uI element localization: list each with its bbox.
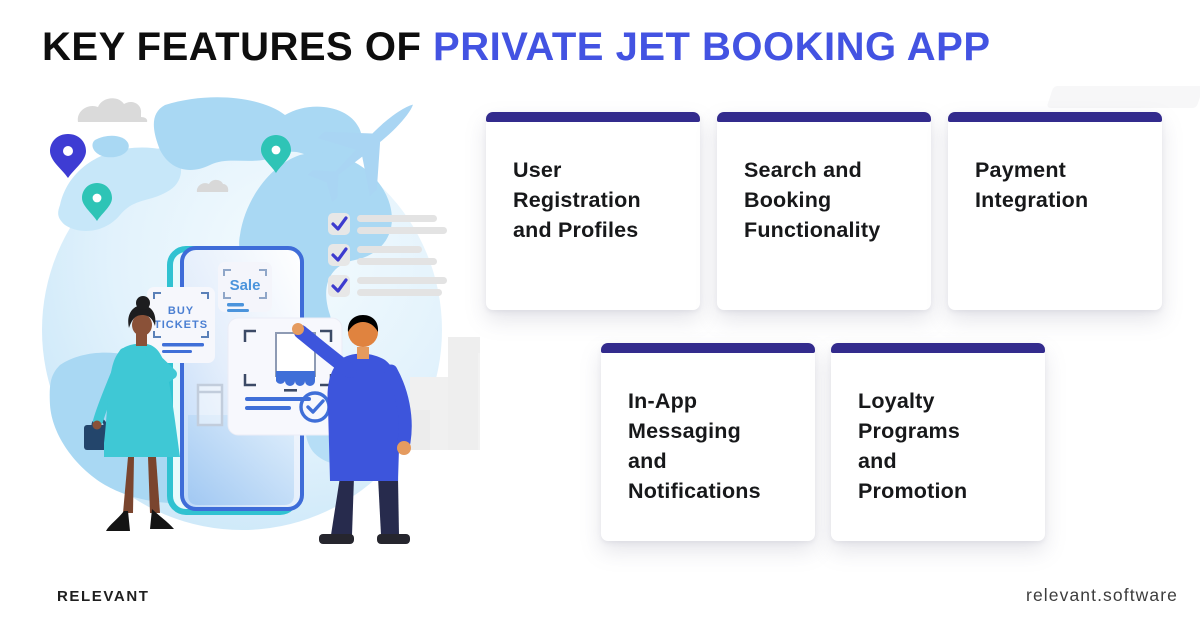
card-accent-bar (831, 343, 1045, 353)
feature-card-search-booking: Search and Booking Functionality (717, 112, 931, 310)
head (348, 317, 378, 347)
torso (327, 353, 401, 481)
website-link[interactable]: relevant.software (1026, 585, 1178, 605)
card-label: Payment Integration (975, 158, 1089, 212)
feature-card-payment-integration: Payment Integration (948, 112, 1162, 310)
buy-tickets-label-line1: BUY (168, 305, 194, 317)
card-label: Search and Booking Functionality (744, 158, 881, 242)
travel-booking-illustration: Sale BUY TICKETS (42, 97, 480, 544)
arm-right (145, 348, 177, 393)
man-figure (292, 315, 412, 544)
background-wash (1046, 86, 1200, 108)
ticket-stub (276, 371, 315, 386)
small-island (92, 135, 129, 158)
checklist-item (328, 275, 447, 297)
card-accent-bar (717, 112, 931, 122)
arm-raised (294, 325, 357, 378)
shoe-left (106, 511, 130, 531)
continent-north (153, 97, 362, 170)
feature-card-loyalty-programs: Loyalty Programs and Promotion (831, 343, 1045, 541)
shoe-right (377, 534, 410, 544)
fist (397, 441, 411, 455)
arm-side (384, 364, 412, 449)
face (132, 314, 152, 336)
buy-tickets-card: BUY TICKETS (147, 287, 215, 363)
card-label: Loyalty Programs and Promotion (858, 389, 968, 503)
map-pin-indigo-icon (50, 134, 86, 178)
checklist-item (328, 213, 447, 235)
hair (347, 315, 379, 332)
feature-card-in-app-messaging: In-App Messaging and Notifications (601, 343, 815, 541)
map-pin-teal-icon (82, 183, 112, 221)
title-black-part: KEY FEATURES OF (42, 25, 422, 69)
card-label: In-App Messaging and Notifications (628, 389, 761, 503)
page-title: KEY FEATURES OF PRIVATE JET BOOKING APP (42, 24, 991, 70)
hair-bun (136, 296, 150, 310)
checklist (328, 213, 447, 297)
card-accent-bar (601, 343, 815, 353)
kiosk-water (188, 415, 294, 505)
airplane-icon (307, 104, 414, 203)
checklist-item (328, 244, 437, 266)
dress (104, 343, 180, 457)
scan-brackets (153, 292, 209, 338)
card-label: User Registration and Profiles (513, 158, 641, 242)
map-pin-teal2-icon (261, 135, 291, 173)
shoe-left (319, 534, 354, 544)
shoe-right (150, 509, 174, 529)
card-accent-bar (948, 112, 1162, 122)
card-accent-bar (486, 112, 700, 122)
scan-brackets (223, 269, 267, 299)
woman-figure (84, 296, 180, 531)
cloud-icon (77, 98, 148, 122)
ticket-scan-card (227, 317, 343, 436)
buy-tickets-label-line2: TICKETS (154, 319, 208, 331)
sale-label: Sale (230, 277, 261, 294)
sale-card: Sale (218, 262, 272, 312)
feature-card-user-registration: User Registration and Profiles (486, 112, 700, 310)
cloud-small-icon (196, 179, 229, 192)
hand (292, 323, 304, 335)
hair (128, 305, 156, 328)
title-blue-part: PRIVATE JET BOOKING APP (433, 25, 991, 69)
relevant-logo: RELEVANT (57, 588, 150, 605)
